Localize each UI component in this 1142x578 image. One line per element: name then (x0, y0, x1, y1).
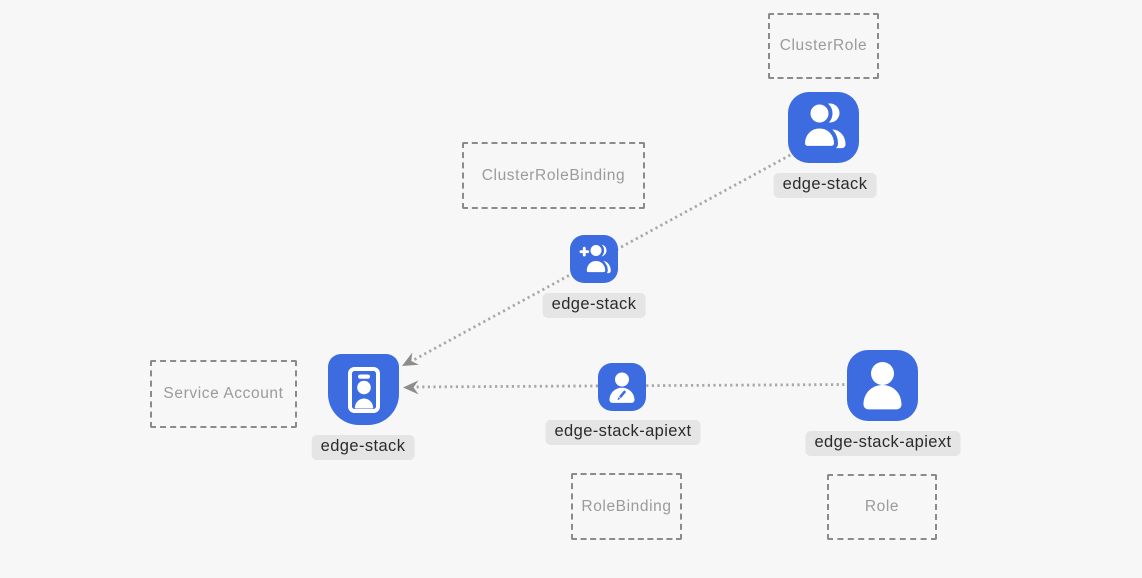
kind-label-service-account: Service Account (163, 385, 284, 402)
cluster-role-binding-node (570, 235, 618, 283)
user-plus-icon (579, 242, 611, 275)
role-binding-node-label: edge-stack-apiext (545, 420, 701, 445)
kind-label-cluster-role-binding: ClusterRoleBinding (481, 166, 626, 184)
cluster-role-node (788, 92, 859, 163)
cluster-role-binding-node-label: edge-stack (542, 293, 646, 318)
arrowhead-clusterrole-edge (402, 352, 419, 366)
kind-box-cluster-role-binding: ClusterRoleBinding (462, 142, 645, 209)
role-binding-node (598, 363, 646, 411)
kind-box-role: Role (827, 474, 937, 540)
user-edit-icon (609, 372, 635, 403)
kind-label-role-binding: RoleBinding (581, 497, 672, 515)
role-node-label: edge-stack-apiext (805, 431, 961, 456)
id-badge-icon (348, 367, 380, 413)
role-node (847, 350, 918, 421)
users-icon (800, 100, 846, 150)
arrowhead-role-edge (403, 380, 419, 395)
user-icon (863, 362, 902, 410)
kind-box-cluster-role: ClusterRole (768, 13, 879, 79)
kind-label-role: Role (864, 498, 900, 515)
kind-box-role-binding: RoleBinding (571, 473, 682, 540)
cluster-role-node-label: edge-stack (773, 173, 877, 198)
kind-label-cluster-role: ClusterRole (779, 37, 868, 54)
kind-box-service-account: Service Account (150, 360, 297, 428)
service-account-node-label: edge-stack (311, 435, 415, 460)
service-account-node (328, 354, 399, 425)
